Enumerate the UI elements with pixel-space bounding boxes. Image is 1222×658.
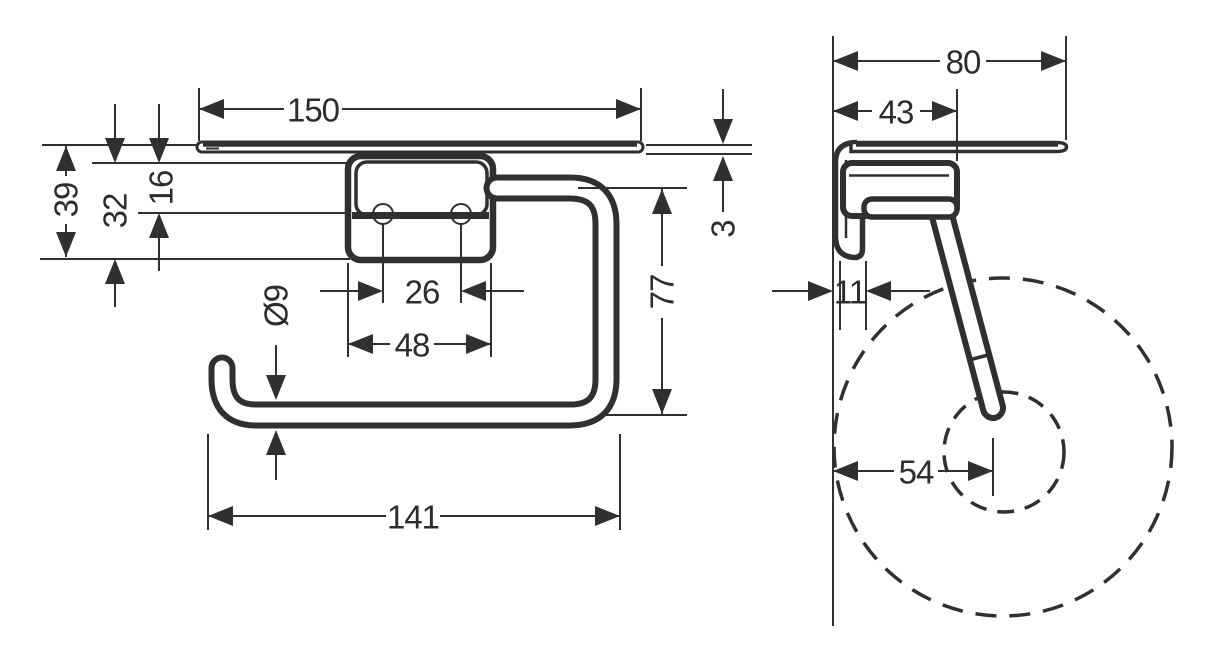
dim-label-3: 3 xyxy=(705,220,742,237)
arrowhead-right xyxy=(932,101,957,121)
dim-label-141: 141 xyxy=(387,499,439,536)
dim-roll-center-distance: 54 xyxy=(833,438,994,496)
dim-shelf-depth: 80 xyxy=(833,36,1067,140)
bar-joint-tick xyxy=(968,352,991,362)
arrowhead-right xyxy=(1041,51,1066,71)
dim-label-150: 150 xyxy=(287,92,340,129)
arrowhead-left xyxy=(833,461,858,481)
arrowhead-down xyxy=(652,389,672,414)
side-view: 80 43 11 54 xyxy=(772,36,1174,626)
roll-core-outline-dashed xyxy=(942,390,1066,514)
dim-label-39: 39 xyxy=(48,183,85,218)
arrowhead-left xyxy=(348,334,373,354)
dim-label-diameter-9: Ø9 xyxy=(258,285,295,327)
dim-label-80: 80 xyxy=(946,44,981,81)
mounting-plate-front xyxy=(344,152,497,264)
dim-overall-height: 39 xyxy=(48,146,85,257)
arrowhead-up xyxy=(105,259,125,284)
dim-bar-diameter: Ø9 xyxy=(258,285,295,480)
arrowhead-up xyxy=(713,156,733,181)
arrowhead-right xyxy=(808,281,833,301)
mounting-plate-outline xyxy=(344,152,497,264)
dim-label-43: 43 xyxy=(879,94,914,131)
dim-wall-foot-depth: 11 xyxy=(772,261,930,330)
arrowhead-left xyxy=(833,101,858,121)
toilet-roll-outline-dashed xyxy=(832,276,1174,618)
arrowhead-down xyxy=(149,138,169,163)
dim-label-32: 32 xyxy=(97,194,134,229)
dim-bar-drop: 77 xyxy=(578,187,687,416)
dim-shelf-thickness: 3 xyxy=(646,89,752,238)
front-reference-lines xyxy=(40,144,356,260)
dim-label-11: 11 xyxy=(834,274,866,311)
arrowhead-right xyxy=(616,99,641,119)
arrowhead-left xyxy=(199,99,224,119)
dim-label-26: 26 xyxy=(405,274,440,311)
arrowhead-down xyxy=(713,119,733,144)
arrowhead-up xyxy=(149,213,169,238)
dim-label-16: 16 xyxy=(143,171,180,206)
shelf-side xyxy=(849,140,1069,154)
dim-label-54: 54 xyxy=(899,454,934,491)
dim-label-48: 48 xyxy=(395,327,430,364)
arrowhead-up xyxy=(652,189,672,214)
dim-label-77: 77 xyxy=(644,275,681,310)
dim-shelf-width: 150 xyxy=(198,88,642,141)
arrowhead-down xyxy=(56,232,76,257)
shelf-front xyxy=(195,140,645,154)
dim-hole-spacing: 26 xyxy=(320,224,524,311)
dim-plate-width: 48 xyxy=(347,263,492,364)
arrowhead-up xyxy=(266,430,286,455)
arrowhead-down xyxy=(105,138,125,163)
front-view: 150 39 32 16 xyxy=(40,88,752,536)
arrowhead-left xyxy=(208,506,233,526)
arrowhead-right xyxy=(358,281,383,301)
arrowhead-right xyxy=(968,461,993,481)
dim-bar-length: 141 xyxy=(207,434,621,536)
roll-holder-bar-front xyxy=(208,174,620,429)
arrowhead-up xyxy=(56,146,76,171)
arrowhead-left xyxy=(866,281,891,301)
arrowhead-left xyxy=(833,51,858,71)
arrowhead-left xyxy=(461,281,486,301)
dim-plate-height: 32 xyxy=(97,104,134,307)
arrowhead-down xyxy=(266,375,286,400)
arrowhead-right xyxy=(466,334,491,354)
dim-bracket-depth: 43 xyxy=(833,89,958,161)
arrowhead-right xyxy=(595,506,620,526)
roll-holder-bar-side xyxy=(928,199,1006,421)
bar-plate-side xyxy=(861,196,960,220)
dim-upper-height: 16 xyxy=(143,104,180,271)
